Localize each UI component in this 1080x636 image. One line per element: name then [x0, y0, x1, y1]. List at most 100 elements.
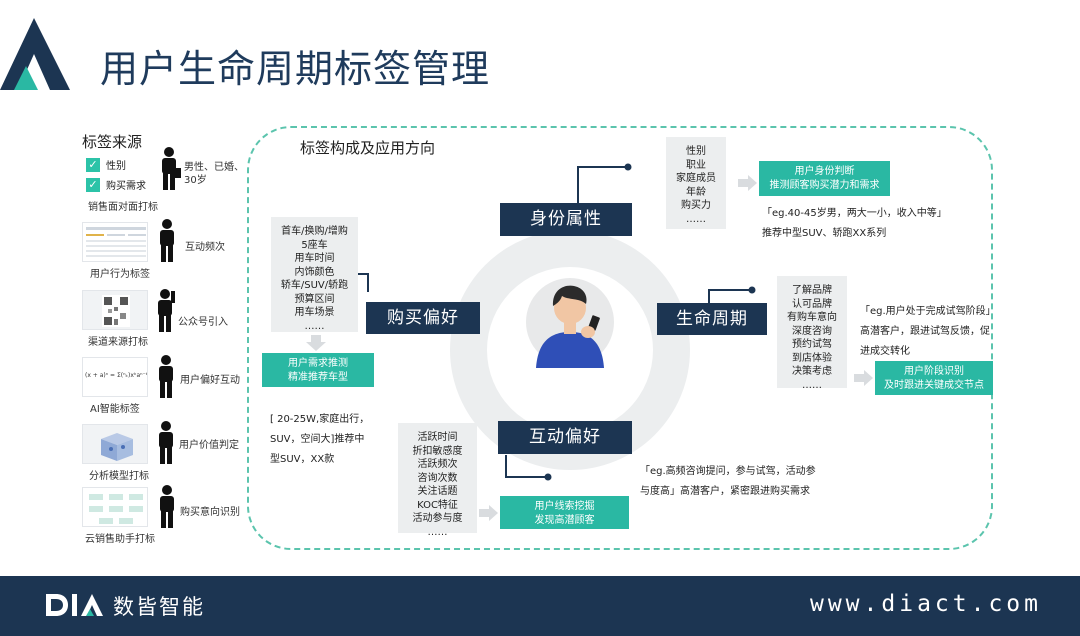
- note-line: 与度高」高潜客户，紧密跟进购买需求: [640, 486, 810, 497]
- source-person-text: 购买意向识别: [180, 507, 240, 518]
- interaction-list: 活跃时间 折扣敏感度 活跃频次 咨询次数 关注话题 KOC特征 活动参与度 ……: [398, 423, 477, 538]
- list-item: 折扣敏感度: [412, 445, 463, 457]
- list-item: ……: [427, 526, 448, 538]
- note-line: 进成交转化: [860, 346, 910, 357]
- person-phone-icon: [158, 289, 175, 332]
- sources-title: 标签来源: [82, 133, 143, 151]
- arrow-down-icon: [306, 335, 326, 351]
- source-card-cloud: [82, 487, 148, 527]
- list-item: 到店体验: [792, 352, 832, 364]
- source-card-ai: (x + a)ⁿ = Σ(ⁿₖ)xᵏaⁿ⁻ᵏ: [82, 357, 148, 397]
- note-line: 型SUV，XX款: [270, 454, 335, 465]
- source-caption: 销售面对面打标: [88, 202, 158, 213]
- source-card-sales: ✓ 性别 ✓ 购买需求: [82, 153, 152, 195]
- list-item: ……: [802, 379, 822, 391]
- lifecycle-tag: 用户阶段识别 及时跟进关键成交节点: [875, 361, 993, 395]
- footer-brand: 数皆智能: [113, 595, 205, 619]
- interaction-tag: 用户线索挖掘 发现高潜顾客: [500, 496, 629, 529]
- diagram-frame: [247, 126, 993, 550]
- list-item: 认可品牌: [792, 298, 832, 310]
- lifecycle-label: 生命周期: [657, 303, 767, 335]
- tag-line: 用户阶段识别: [904, 366, 964, 377]
- list-item: 购买力: [681, 200, 711, 211]
- identity-note: 「eg.40-45岁男，两大一小，收入中等」 推荐中型SUV、轿跑XX系列: [762, 204, 947, 244]
- person-icon: [160, 485, 174, 528]
- salesman-person-icon: [162, 147, 181, 190]
- dashboard-thumbnail-icon: [86, 227, 146, 257]
- purchase-list: 首车/换购/增购 5座车 用车时间 内饰颜色 轿车/SUV/轿跑 预算区间 用车…: [271, 217, 358, 332]
- check-label: 性别: [106, 161, 126, 172]
- source-caption: 云销售助手打标: [85, 534, 155, 545]
- tag-line: 及时跟进关键成交节点: [884, 380, 984, 391]
- source-caption: 渠道来源打标: [88, 337, 148, 348]
- list-item: 年龄: [686, 186, 706, 198]
- list-item: 决策考虑: [792, 366, 832, 377]
- list-item: 内饰颜色: [294, 266, 335, 278]
- tag-line: 用户线索挖掘: [534, 501, 595, 512]
- dia-logo-icon: [46, 594, 103, 616]
- list-item: ……: [304, 320, 325, 332]
- identity-list: 性别 职业 家庭成员 年龄 购买力 ……: [666, 137, 726, 229]
- source-person-text: 男性、已婚、 30岁: [184, 162, 244, 186]
- note-line: 「eg.用户处于完成试驾阶段」: [860, 306, 996, 317]
- list-item: 性别: [686, 146, 706, 157]
- source-card-behavior: [82, 222, 148, 262]
- footer-url[interactable]: www.diact.com: [809, 591, 1042, 617]
- list-item: 5座车: [301, 239, 328, 251]
- tag-line: 推测顾客购买潜力和需求: [769, 180, 880, 191]
- note-line: 「eg.40-45岁男，两大一小，收入中等」: [762, 208, 947, 219]
- source-person-text: 公众号引入: [178, 317, 228, 328]
- lifecycle-note: 「eg.用户处于完成试驾阶段」 高潜客户，跟进试驾反馈，促 进成交转化: [860, 302, 996, 362]
- note-line: [ 20-25W,家庭出行，: [270, 414, 370, 425]
- list-item: ……: [686, 213, 706, 225]
- footer-bar: 数皆智能 www.diact.com: [0, 576, 1080, 636]
- flowchart-thumbnail-icon: [89, 494, 143, 524]
- source-person-text: 互动频次: [185, 242, 225, 253]
- list-item: 咨询次数: [417, 472, 458, 484]
- person-icon: [159, 421, 173, 464]
- logo-triangle-icon: [0, 18, 70, 90]
- arrow-right-icon: [854, 370, 873, 386]
- note-line: 推荐中型SUV、轿跑XX系列: [762, 228, 887, 239]
- identity-tag: 用户身份判断 推测顾客购买潜力和需求: [759, 161, 890, 196]
- checkbox-checked-icon: ✓: [86, 157, 100, 172]
- list-item: 活动参与度: [412, 513, 463, 524]
- person-icon: [160, 219, 174, 262]
- check-label: 购买需求: [106, 181, 146, 192]
- source-caption: 用户行为标签: [90, 269, 150, 280]
- tag-line: 用户身份判断: [794, 166, 855, 177]
- source-caption: 分析模型打标: [89, 471, 149, 482]
- arrow-right-icon: [738, 175, 757, 191]
- list-item: 活跃时间: [417, 432, 458, 443]
- list-item: 预算区间: [294, 293, 335, 305]
- source-caption: AI智能标签: [90, 404, 140, 415]
- list-item: 职业: [686, 159, 706, 171]
- qr-code-icon: [102, 295, 130, 327]
- note-line: 「eg.高频咨询提问，参与试驾，活动参: [640, 466, 816, 477]
- interaction-note: 「eg.高频咨询提问，参与试驾，活动参 与度高」高潜客户，紧密跟进购买需求: [640, 462, 816, 502]
- note-line: SUV，空间大]推荐中: [270, 434, 365, 445]
- purchase-note: [ 20-25W,家庭出行， SUV，空间大]推荐中 型SUV，XX款: [270, 410, 369, 470]
- identity-label: 身份属性: [500, 203, 632, 236]
- purchase-tag: 用户需求推测 精准推荐车型: [262, 353, 374, 387]
- lifecycle-list: 了解品牌 认可品牌 有购车意向 深度咨询 预约试驾 到店体验 决策考虑 ……: [777, 276, 847, 391]
- list-item: 有购车意向: [787, 312, 837, 323]
- arrow-right-icon: [479, 505, 498, 521]
- tag-line: 发现高潜顾客: [534, 515, 595, 526]
- list-item: 轿车/SUV/轿跑: [280, 280, 349, 291]
- list-item: 活跃频次: [417, 459, 458, 470]
- person-icon: [159, 355, 173, 398]
- tag-line: 用户需求推测: [288, 358, 348, 369]
- list-item: KOC特征: [417, 499, 458, 511]
- list-item: 用车场景: [294, 307, 335, 318]
- interaction-label: 互动偏好: [498, 421, 632, 454]
- user-avatar-icon: [526, 278, 614, 368]
- purchase-label: 购买偏好: [366, 302, 480, 334]
- 3d-cube-chart-icon: [101, 433, 133, 461]
- checkbox-checked-icon: ✓: [86, 177, 100, 192]
- page-title: 用户生命周期标签管理: [100, 47, 491, 91]
- list-item: 用车时间: [294, 253, 335, 264]
- source-person-text: 用户价值判定: [179, 440, 239, 451]
- note-line: 高潜客户，跟进试驾反馈，促: [860, 326, 990, 337]
- list-item: 预约试驾: [792, 339, 832, 350]
